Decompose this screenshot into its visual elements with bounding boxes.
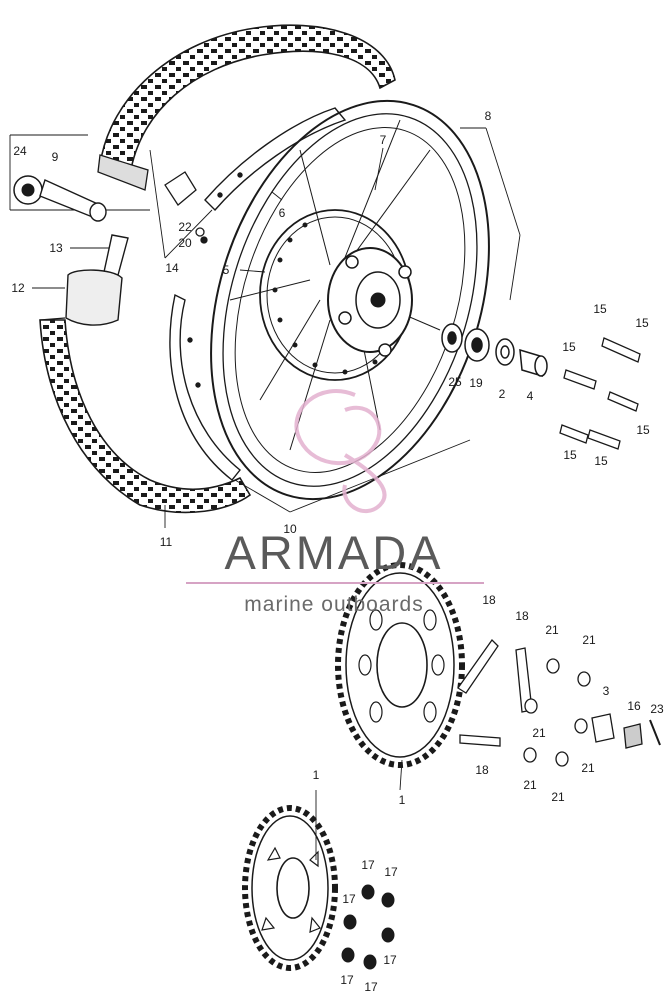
callout-15-b: 15 xyxy=(635,316,649,330)
callout-15-e: 15 xyxy=(563,448,577,462)
callout-21-f: 21 xyxy=(551,790,565,804)
watermark-title: ARMADA xyxy=(224,526,444,579)
rim-tape xyxy=(169,107,347,481)
callout-16: 16 xyxy=(627,699,641,713)
callout-19: 19 xyxy=(469,376,483,390)
callout-9: 9 xyxy=(51,150,59,164)
tire-lower xyxy=(39,317,252,514)
callout-6: 6 xyxy=(278,206,286,220)
callout-12: 12 xyxy=(11,281,25,295)
callout-18-c: 18 xyxy=(475,763,489,777)
callout-17-b: 17 xyxy=(384,865,398,879)
watermark-divider xyxy=(186,582,484,584)
bearings xyxy=(441,323,548,378)
callout-17-a: 17 xyxy=(361,858,375,872)
callout-3: 3 xyxy=(602,684,610,698)
callout-4: 4 xyxy=(526,389,534,403)
studs xyxy=(559,337,641,450)
wheel-hub xyxy=(327,247,413,357)
callout-17-c: 17 xyxy=(342,892,356,906)
watermark-subtitle: marine outboards xyxy=(244,593,424,616)
callout-15-f: 15 xyxy=(594,454,608,468)
callout-21-e: 21 xyxy=(523,778,537,792)
callout-5: 5 xyxy=(222,263,230,277)
callout-1-mid: 1 xyxy=(398,793,406,807)
callout-15-d: 15 xyxy=(636,423,650,437)
valve-parts xyxy=(97,154,208,244)
driven-sprocket-large xyxy=(335,562,465,768)
callout-17-d: 17 xyxy=(383,953,397,967)
callout-21-b: 21 xyxy=(582,633,596,647)
tube-parts xyxy=(65,234,129,326)
callout-21-c: 21 xyxy=(532,726,546,740)
sprocket-nuts xyxy=(341,884,395,970)
sprocket-hardware xyxy=(457,638,661,767)
watermark-logo-mark xyxy=(294,389,387,513)
callout-18-b: 18 xyxy=(515,609,529,623)
callout-2: 2 xyxy=(498,387,506,401)
callout-25: 25 xyxy=(448,375,462,389)
callout-23: 23 xyxy=(650,702,664,716)
driven-sprocket-small xyxy=(242,805,338,971)
callout-15-a: 15 xyxy=(593,302,607,316)
callout-15-c: 15 xyxy=(562,340,576,354)
callout-1-top: 1 xyxy=(312,768,320,782)
callout-17-f: 17 xyxy=(364,980,378,994)
callout-14: 14 xyxy=(165,261,179,275)
callout-10: 10 xyxy=(283,522,297,536)
leader-lines xyxy=(9,127,521,860)
callout-21-a: 21 xyxy=(545,623,559,637)
callout-7: 7 xyxy=(379,133,387,147)
callout-11: 11 xyxy=(159,535,173,549)
callout-20: 20 xyxy=(178,236,192,250)
axle-parts xyxy=(13,175,107,222)
callout-22: 22 xyxy=(178,220,192,234)
callout-21-d: 21 xyxy=(581,761,595,775)
tire-upper xyxy=(99,24,396,177)
callout-17-e: 17 xyxy=(340,973,354,987)
callout-18-a: 18 xyxy=(482,593,496,607)
callout-24: 24 xyxy=(13,144,27,158)
callout-8: 8 xyxy=(484,109,492,123)
callout-13: 13 xyxy=(49,241,63,255)
